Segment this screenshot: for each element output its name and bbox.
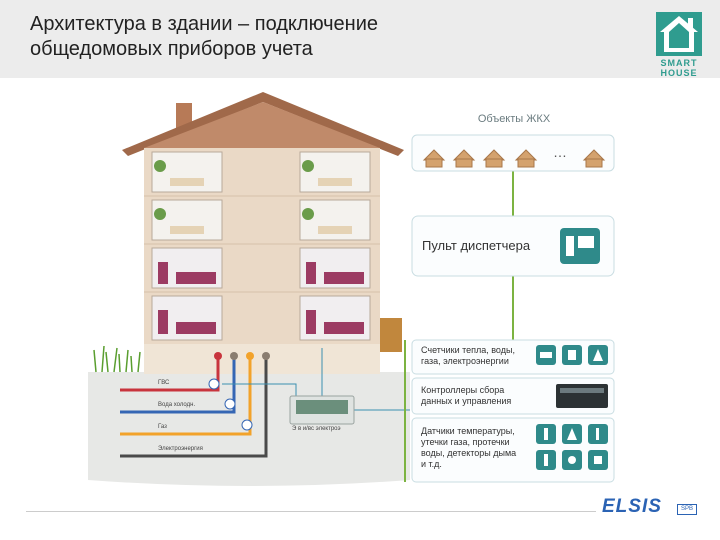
controllers-label: Контроллеры сбора данных и управления xyxy=(421,385,511,407)
house-logo-icon xyxy=(656,12,702,56)
sensors-label-line-1: Датчики температуры, xyxy=(421,426,515,436)
floor-lines xyxy=(144,195,380,293)
controller-device-label: Э в и/вс электроэ xyxy=(292,426,341,432)
sensors-label-line-2: утечки газа, протечки xyxy=(421,437,510,447)
pipe-label-electricity: Электроэнергия xyxy=(158,446,203,452)
elsis-logo: ELSIS xyxy=(602,496,662,517)
objects-house-icons xyxy=(422,149,606,168)
title-line-2: общедомовых приборов учета xyxy=(30,38,313,60)
pipe-label-hot-water: ГВС xyxy=(158,380,170,386)
logo-text-smart: SMART xyxy=(660,58,698,68)
sensors-label-line-4: и т.д. xyxy=(421,459,442,469)
grass xyxy=(93,345,141,373)
smart-house-logo: SMART HOUSE xyxy=(648,8,710,78)
pipe-label-cold-water: Вода холодн. xyxy=(158,402,196,408)
meters-label: Счетчики тепла, воды, газа, электроэнерг… xyxy=(421,345,515,367)
header-band xyxy=(0,0,720,78)
dispatcher-label: Пульт диспетчера xyxy=(422,238,531,253)
logo-text-house: HOUSE xyxy=(660,68,698,78)
pipes xyxy=(120,356,268,458)
controller-board xyxy=(296,400,348,414)
objects-title: Объекты ЖКХ xyxy=(477,113,551,125)
sensors-label: Датчики температуры, утечки газа, протеч… xyxy=(421,426,516,470)
controller-hardware-icon xyxy=(556,384,608,408)
basement-wall xyxy=(144,344,380,374)
meters-label-line-2: газа, электроэнергии xyxy=(421,356,509,366)
chimney xyxy=(176,103,192,129)
controllers-label-line-1: Контроллеры сбора xyxy=(421,385,505,395)
meters-label-line-1: Счетчики тепла, воды, xyxy=(421,345,515,355)
elsis-logo-sub: SPB xyxy=(677,504,697,515)
roof-underside xyxy=(144,102,380,148)
meters-icons xyxy=(536,345,608,365)
pipe-label-gas: Газ xyxy=(158,424,167,430)
title-line-1: Архитектура в здании – подключение xyxy=(30,13,379,35)
entrance-door xyxy=(380,318,402,352)
sensors-label-line-3: воды, детекторы дыма xyxy=(421,448,517,458)
pipe-valves xyxy=(208,352,270,431)
controllers-label-line-2: данных и управления xyxy=(421,396,512,406)
windows xyxy=(151,151,371,341)
footer-divider xyxy=(26,511,596,512)
page-title: Архитектура в здании – подключение общед… xyxy=(30,12,590,62)
objects-ellipsis: … xyxy=(553,144,567,160)
sensors-icons xyxy=(536,424,608,470)
meter-wires xyxy=(222,348,410,411)
